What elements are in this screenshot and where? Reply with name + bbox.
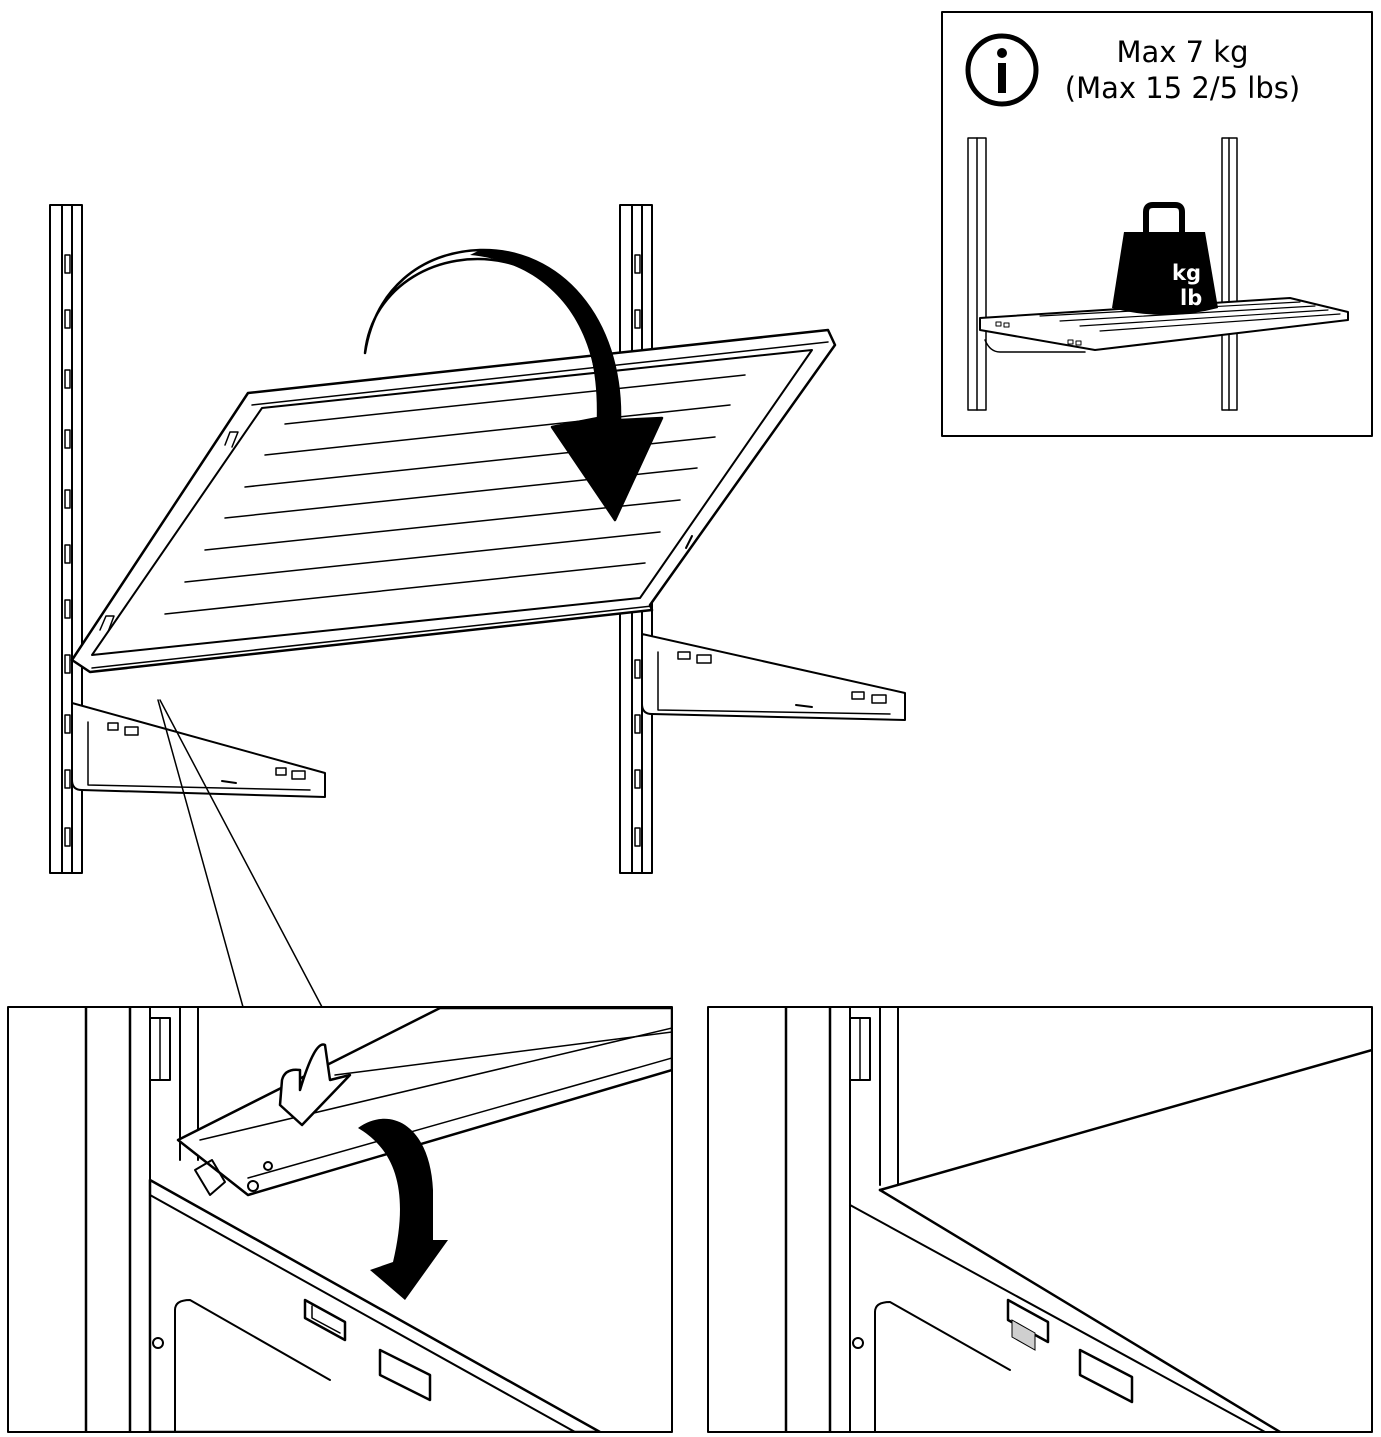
weight-unit-lb: lb (1180, 286, 1202, 310)
upright-right-slots (634, 254, 641, 847)
upright-left-slots (64, 254, 71, 847)
shelf-tilted (70, 328, 837, 674)
info-panel: kg lb (941, 11, 1373, 437)
clip-engaged (1006, 1298, 1050, 1351)
shelf-slats (164, 374, 746, 615)
info-icon (965, 33, 1039, 107)
weight-icon: kg lb (1112, 202, 1218, 315)
curved-arrow-down-small-icon (358, 1118, 448, 1300)
panel-upright-right (1221, 137, 1238, 411)
max-load-kg: Max 7 kg (1116, 35, 1249, 69)
max-load-lbs: (Max 15 2/5 lbs) (1064, 71, 1301, 105)
weight-unit-kg: kg (1172, 261, 1201, 285)
detail-panel-left (7, 1006, 673, 1433)
upright-left (49, 204, 83, 874)
detail-panel-right (707, 1006, 1373, 1433)
panel-upright-left (967, 137, 987, 411)
bracket-right (641, 633, 906, 721)
main-scene (49, 204, 906, 1008)
bracket-left (71, 702, 326, 798)
